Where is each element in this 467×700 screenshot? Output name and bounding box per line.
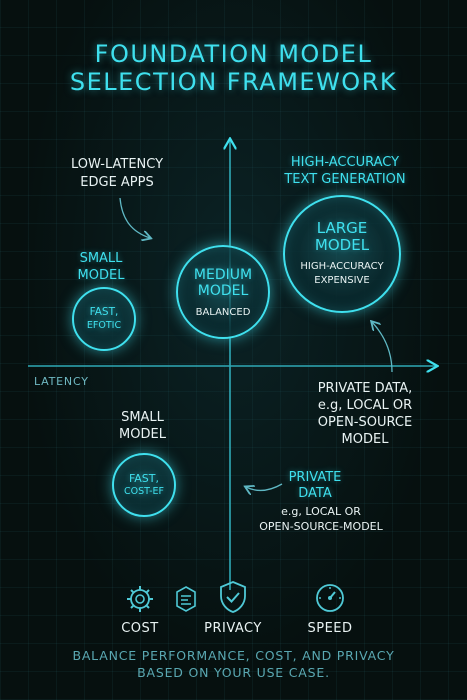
medium-title-1: MEDIUM — [193, 266, 253, 283]
footer-line-2: BASED ON YOUR USE CASE. — [137, 665, 330, 680]
large-sub-2: EXPENSIVE — [314, 275, 370, 286]
cost-label: COST — [121, 621, 159, 636]
small-top-line2: EFOTIC — [86, 320, 122, 331]
medium-title-2: MODEL — [197, 282, 249, 299]
large-sub-1: HIGH-ACCURACY — [300, 261, 384, 272]
large-title-2: MODEL — [314, 236, 370, 254]
speed-gauge-icon — [316, 584, 344, 612]
latency-axis-label: LATENCY — [34, 375, 89, 388]
arrow-low-latency — [119, 197, 150, 238]
large-model-circle: LARGE MODEL HIGH-ACCURACY EXPENSIVE — [283, 195, 401, 313]
small-top-line1: FAST, — [89, 306, 119, 318]
title-line-2: SELECTION FRAMEWORK — [69, 68, 398, 96]
small-model-top-circle: FAST, EFOTIC — [72, 287, 136, 351]
arrow-private-data-right — [372, 322, 393, 373]
arrow-private-data-bottom — [246, 483, 283, 490]
medium-model-circle: MEDIUM MODEL BALANCED — [176, 245, 270, 339]
privacy-label: PRIVACY — [204, 621, 262, 636]
small-bottom-line2: COST-EF — [124, 486, 164, 497]
medium-sub: BALANCED — [195, 306, 251, 318]
title-line-1: FOUNDATION MODEL — [94, 40, 373, 68]
small-model-bottom-circle: FAST, COST-EF — [112, 453, 176, 517]
small-bottom-line1: FAST, — [128, 472, 160, 485]
large-title-1: LARGE — [316, 219, 368, 237]
speed-label: SPEED — [307, 621, 353, 636]
footer-line-1: BALANCE PERFORMANCE, COST, AND PRIVACY — [72, 648, 395, 663]
stack-icon — [176, 586, 196, 612]
cost-icon — [127, 586, 153, 612]
shield-check-icon — [220, 581, 246, 613]
